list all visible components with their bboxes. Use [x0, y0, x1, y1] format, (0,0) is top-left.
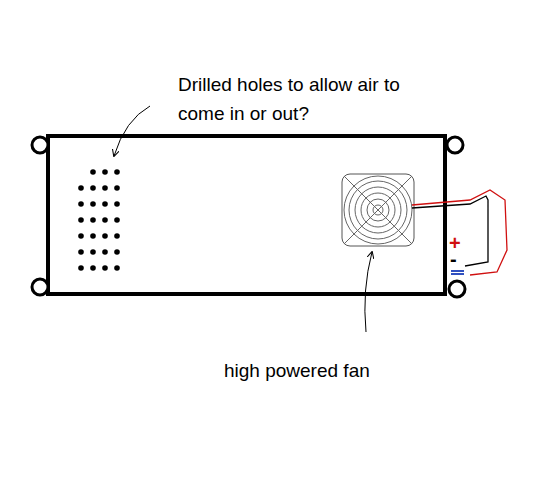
leader-line — [365, 252, 372, 332]
fan-symbol — [342, 174, 414, 246]
negative-mark — [451, 271, 464, 274]
housing — [48, 136, 445, 294]
callout-text: Drilled holes to allow air to come in or… — [178, 70, 428, 129]
polarity-sign: - — [450, 244, 457, 275]
air-holes — [78, 169, 120, 271]
leader-line — [114, 106, 150, 156]
mounting-ears — [32, 137, 465, 297]
callout-text: high powered fan — [224, 356, 370, 385]
red-wire — [412, 190, 507, 275]
